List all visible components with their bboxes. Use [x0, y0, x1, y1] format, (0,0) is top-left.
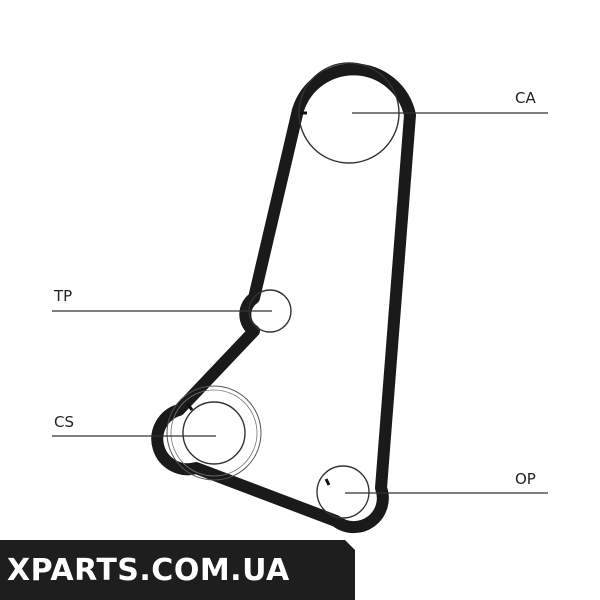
- oil-pump-pulley-circle: [316, 465, 370, 519]
- leader-lines: [52, 112, 548, 494]
- tp-label: TP: [53, 287, 72, 305]
- crankshaft-pulley: [166, 385, 262, 481]
- oil-pump-timing-mark: [324, 478, 331, 486]
- crankshaft-guide-circle: [166, 385, 262, 481]
- crankshaft-timing-mark: [185, 402, 194, 411]
- ca-label: CA: [515, 89, 536, 107]
- belt-outer: [151, 63, 416, 534]
- cs-label: CS: [54, 413, 74, 431]
- watermark-text: XPARTS.COM.UA: [7, 552, 290, 588]
- oil-pump-pulley: [316, 465, 370, 519]
- crankshaft-pulley-circle: [182, 401, 246, 465]
- op-label: OP: [515, 470, 536, 488]
- crankshaft-guide-circle-inner: [170, 389, 258, 477]
- watermark-banner: XPARTS.COM.UA: [0, 540, 355, 600]
- timing-belt: [151, 63, 416, 534]
